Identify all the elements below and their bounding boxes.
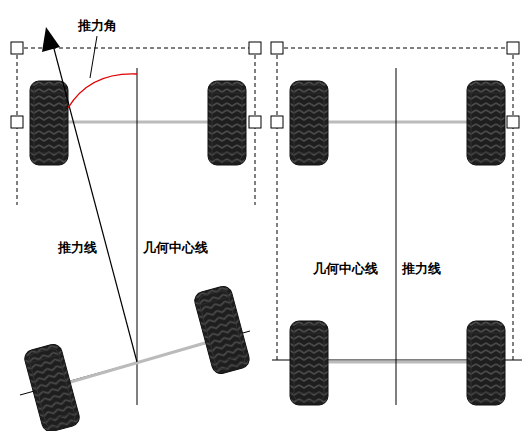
thrust-line-label: 推力线: [58, 240, 97, 256]
left-panel: [11, 27, 261, 431]
right-panel: [271, 42, 522, 405]
thrust-line-label: 推力线: [402, 261, 441, 277]
centerline-label: 几何中心线: [143, 240, 208, 256]
centerline-label: 几何中心线: [313, 261, 378, 277]
angle-label: 推力角: [78, 18, 117, 34]
